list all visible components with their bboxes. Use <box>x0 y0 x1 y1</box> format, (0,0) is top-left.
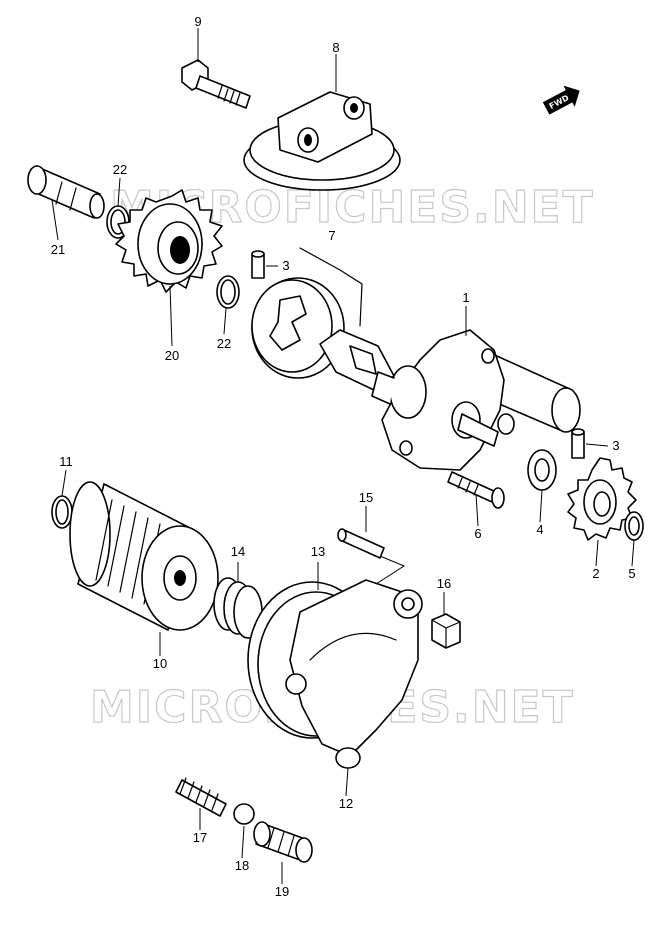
part-ball-18 <box>233 803 255 825</box>
callout-17: 17 <box>193 830 207 845</box>
part-nut-16 <box>431 613 461 649</box>
callout-22a: 22 <box>113 162 127 177</box>
part-pin-3a <box>251 250 265 279</box>
callout-20: 20 <box>165 348 179 363</box>
callout-3b: 3 <box>612 438 619 453</box>
callout-12: 12 <box>339 796 353 811</box>
callout-13: 13 <box>311 544 325 559</box>
callout-5: 5 <box>628 566 635 581</box>
part-gear-20 <box>115 189 223 293</box>
callout-4: 4 <box>536 522 543 537</box>
part-circlip-5 <box>624 511 644 541</box>
callout-3a: 3 <box>282 258 289 273</box>
callout-2: 2 <box>592 566 599 581</box>
part-pin-3b <box>571 428 585 459</box>
callout-9: 9 <box>194 14 201 29</box>
part-gear-2 <box>567 457 637 541</box>
part-spring-17 <box>175 777 227 817</box>
part-shaft-21 <box>27 165 105 219</box>
part-cap-12 <box>285 579 423 769</box>
part-bolt-9 <box>181 59 251 109</box>
part-filter-10 <box>69 481 219 631</box>
part-pin-15 <box>337 528 385 559</box>
callout-14: 14 <box>231 544 245 559</box>
callout-1: 1 <box>462 290 469 305</box>
callout-leaders <box>51 28 635 884</box>
fwd-arrow-icon: FWD <box>542 85 580 115</box>
callout-21: 21 <box>51 242 65 257</box>
callout-18: 18 <box>235 858 249 873</box>
callout-6: 6 <box>474 526 481 541</box>
part-cover-8 <box>243 91 401 191</box>
part-circlip-22b <box>216 275 240 309</box>
callout-15: 15 <box>359 490 373 505</box>
callout-11: 11 <box>59 454 73 469</box>
part-rotor-7 <box>251 247 395 391</box>
callout-7: 7 <box>328 228 335 243</box>
callout-10: 10 <box>153 656 167 671</box>
callout-16: 16 <box>437 576 451 591</box>
part-screw-6 <box>447 471 505 509</box>
callout-22b: 22 <box>217 336 231 351</box>
part-washer-4 <box>527 449 557 491</box>
part-pump-body-1 <box>371 329 581 471</box>
callout-19: 19 <box>275 884 289 899</box>
part-oring-11 <box>51 495 73 529</box>
part-plug-19 <box>253 821 313 863</box>
callout-8: 8 <box>332 40 339 55</box>
